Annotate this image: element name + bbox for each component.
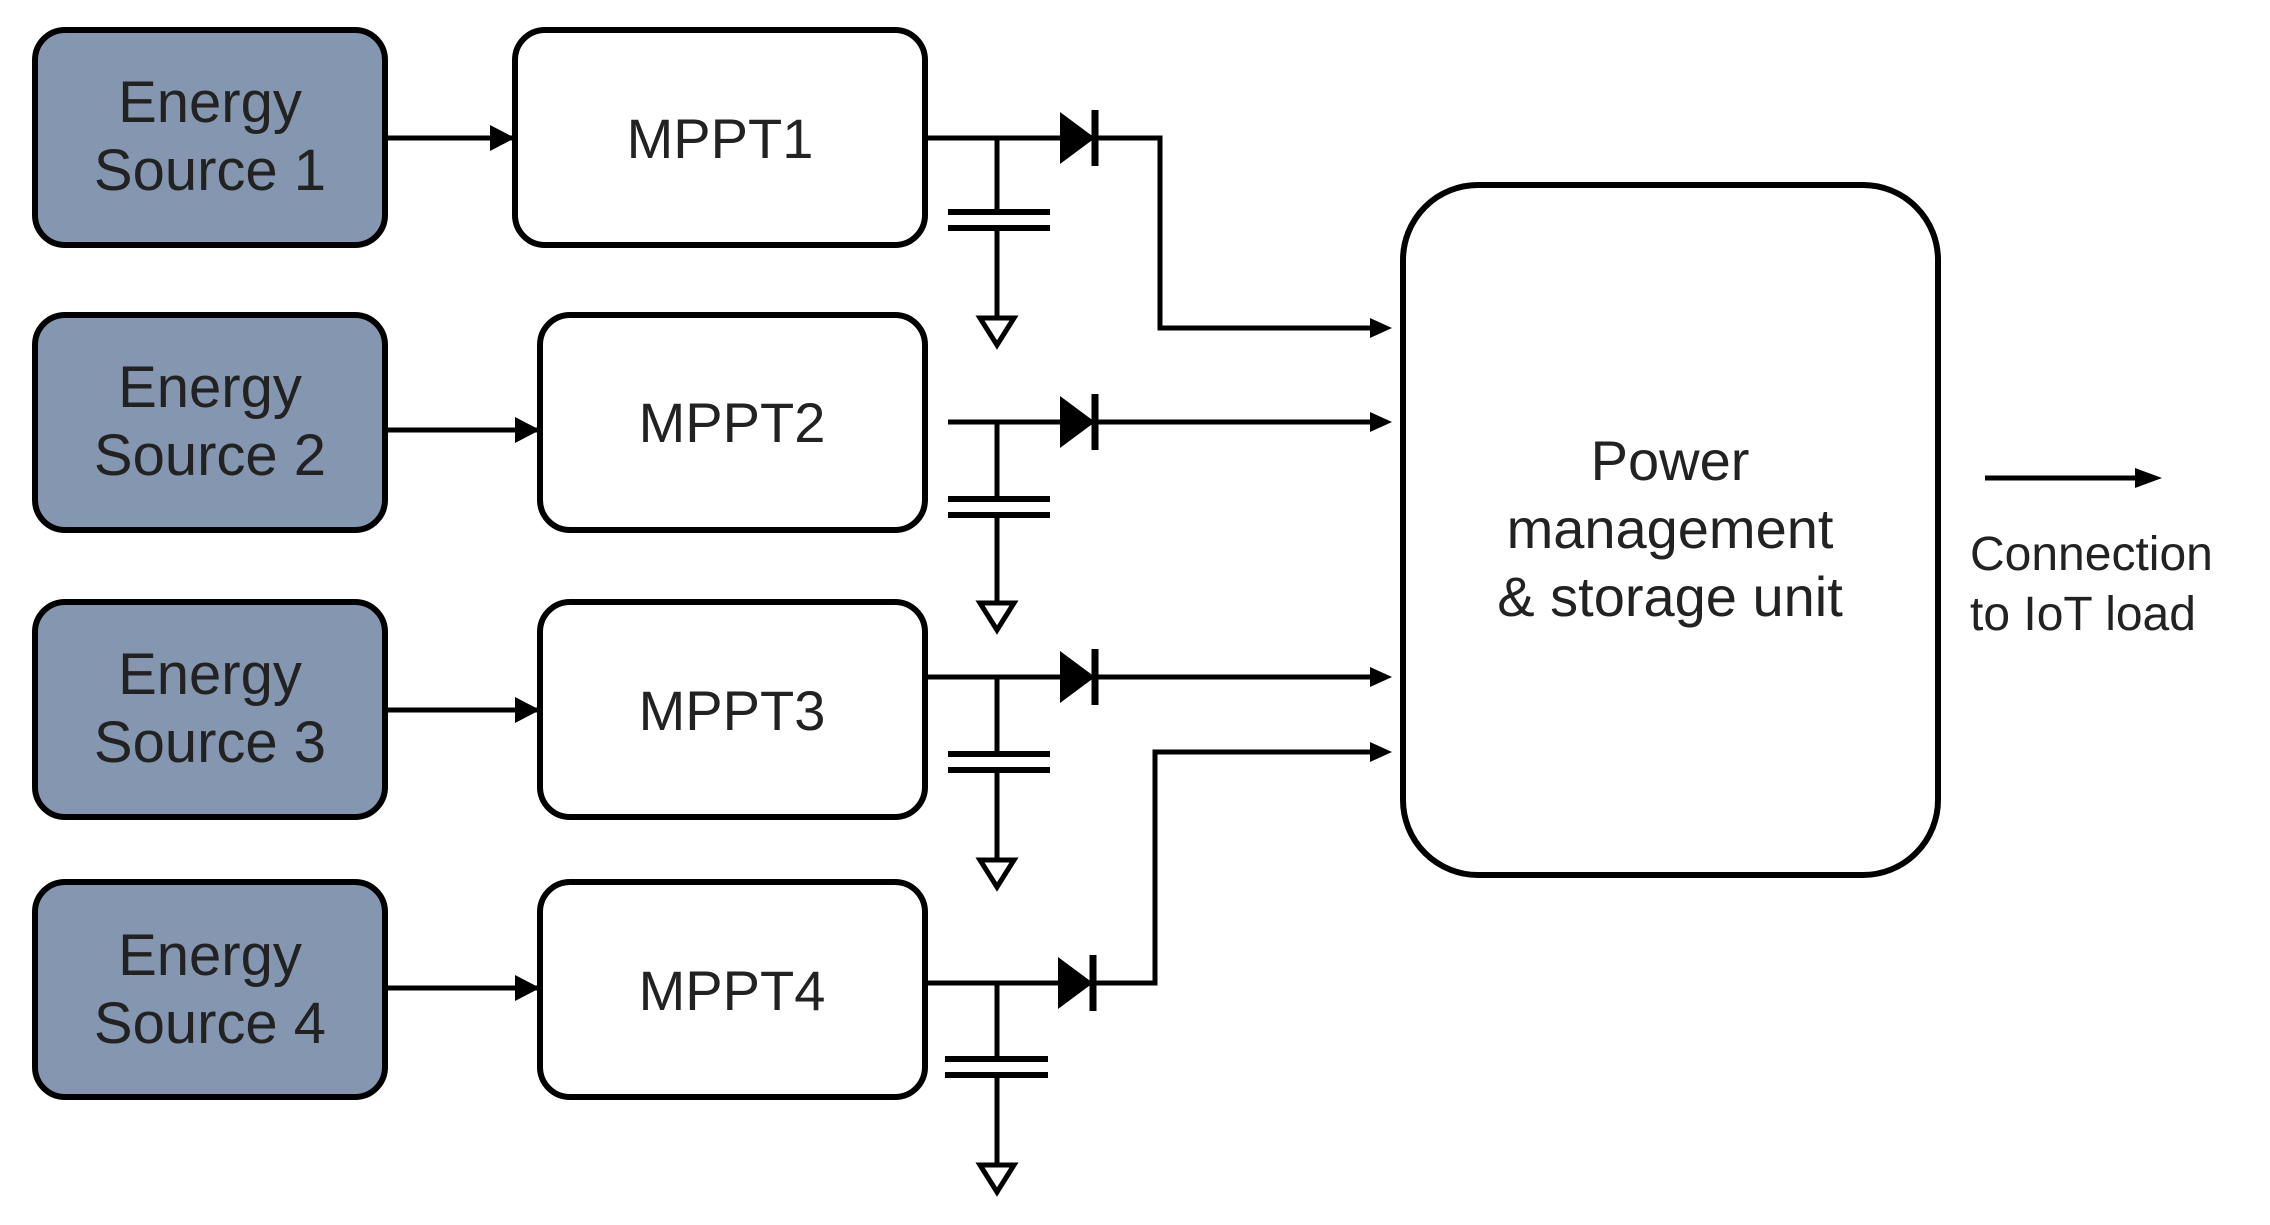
capacitor-icon [948, 677, 1050, 860]
output-label-line1: Connection [1970, 528, 2213, 581]
energy-source-1-label-line2: Source 1 [94, 138, 326, 203]
channel-4: Energy Source 4 MPPT4 [32, 742, 1392, 1197]
pmu-label-line3: & storage unit [1497, 565, 1843, 628]
mppt-4-label: MPPT4 [639, 959, 826, 1022]
energy-source-2-label-line2: Source 2 [94, 423, 326, 488]
energy-source-1-label-line1: Energy [118, 70, 302, 135]
diode-icon [1060, 649, 1099, 705]
pmu-label-line1: Power [1591, 429, 1750, 492]
channel-2: Energy Source 2 MPPT2 [32, 312, 1392, 635]
energy-source-3-label-line2: Source 3 [94, 710, 326, 775]
capacitor-icon [948, 422, 1050, 603]
capacitor-icon [948, 138, 1050, 318]
mppt-3-block [537, 599, 928, 820]
ground-icon [975, 315, 1019, 350]
ground-icon [975, 600, 1019, 635]
ground-icon [975, 857, 1019, 892]
energy-source-2-block [32, 312, 388, 533]
mppt-4-block [537, 879, 928, 1100]
mppt-2-block [537, 312, 928, 533]
capacitor-icon [945, 983, 1048, 1165]
energy-source-3-label-line1: Energy [118, 642, 302, 707]
mppt-2-label: MPPT2 [639, 391, 826, 454]
energy-source-4-label-line2: Source 4 [94, 991, 326, 1056]
power-management-storage-unit-block [1400, 182, 1941, 878]
diode-icon [1060, 110, 1099, 166]
energy-source-4-block [32, 879, 388, 1100]
channel-1: Energy Source 1 MPPT1 [32, 27, 1392, 350]
energy-source-4-label-line1: Energy [118, 923, 302, 988]
mppt-1-label: MPPT1 [627, 107, 814, 170]
energy-source-2-label-line1: Energy [118, 355, 302, 420]
diode-icon [1058, 955, 1097, 1011]
mppt-3-label: MPPT3 [639, 679, 826, 742]
channel-3: Energy Source 3 MPPT3 [32, 599, 1392, 892]
output-label-line2: to IoT load [1970, 588, 2196, 641]
pmu-label-line2: management [1507, 497, 1834, 560]
diode-icon [1060, 394, 1099, 450]
ground-icon [975, 1162, 1019, 1197]
